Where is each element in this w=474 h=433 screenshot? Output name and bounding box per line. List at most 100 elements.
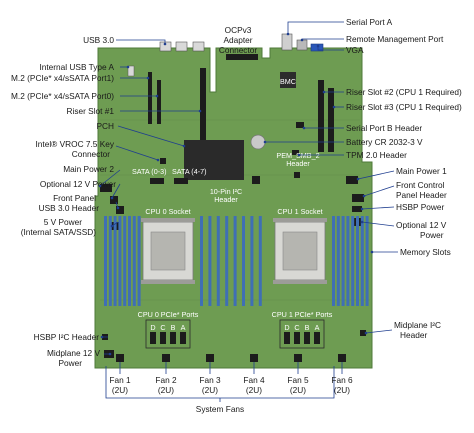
memory-slots-label: Memory Slots <box>400 247 451 257</box>
bmc-label: BMC <box>280 77 296 86</box>
opt12v-right-label-2: Power <box>420 230 444 240</box>
fan-header <box>338 354 346 362</box>
riser1-label: Riser Slot #1 <box>67 106 115 116</box>
fp-usb-label-2: USB 3.0 Header <box>39 203 100 213</box>
sata-0-3-connector <box>150 178 164 184</box>
left-labels: USB 3.0 Internal USB Type A M.2 (PCIe* x… <box>11 35 116 368</box>
pcie-port-connector <box>314 332 320 344</box>
leader-vga <box>317 46 344 51</box>
midplane-i2c-label-2: Header <box>400 330 427 340</box>
dimm-slot <box>225 216 229 306</box>
fan-header <box>294 354 302 362</box>
fan-header <box>116 354 124 362</box>
leader-dot <box>100 335 104 339</box>
riser-slot-2 <box>318 80 324 152</box>
leader-lines <box>99 21 398 402</box>
fan-size-label: (2U) <box>290 385 306 395</box>
leader-dot <box>116 206 120 210</box>
dimm-slot <box>356 216 359 306</box>
leader-dot <box>302 126 306 130</box>
riser-slot-3 <box>328 88 334 152</box>
battery-label: Battery CR 2032-3 V <box>346 137 423 147</box>
riser-slot-1 <box>200 68 206 140</box>
ocp-label-1: OCPv3 <box>225 25 252 35</box>
leader-dot <box>364 331 368 335</box>
leader-main-power1 <box>357 170 395 180</box>
leader-dot <box>316 44 320 48</box>
cpu0-pcie-label: CPU 0 PCIe* Ports <box>138 310 199 319</box>
fan-labels: Fan 1(2U)Fan 2(2U)Fan 3(2U)Fan 4(2U)Fan … <box>109 375 353 395</box>
fan-name-label: Fan 2 <box>155 375 177 385</box>
serial-a-label: Serial Port A <box>346 17 393 27</box>
vroc-label-2: Connector <box>72 149 111 159</box>
midplane-i2c-connector <box>360 330 366 336</box>
leader-vroc <box>115 145 159 161</box>
leader-dot <box>156 158 160 162</box>
leader-main-power2 <box>99 169 121 187</box>
leader-dot <box>360 220 364 224</box>
fcp-label-1: Front Control <box>396 180 445 190</box>
ocp-label-3: Connector <box>219 45 258 55</box>
leader-dot <box>356 177 360 181</box>
vroc-key <box>160 158 166 164</box>
leader-pch <box>117 125 185 147</box>
usb30-label: USB 3.0 <box>83 35 114 45</box>
fp-usb-header <box>116 206 124 214</box>
hsbp-power-connector <box>352 206 362 212</box>
serial-b-header <box>296 122 304 128</box>
dimm-slot <box>113 216 117 306</box>
fcp-label-2: Panel Header <box>396 190 447 200</box>
leader-dot <box>370 250 374 254</box>
pcie-port-letter: C <box>294 323 299 332</box>
tpm-header <box>292 150 299 155</box>
leader-rmp <box>301 38 344 40</box>
cpu0-pcie-ports <box>145 319 191 349</box>
pcie-port-letter: B <box>305 323 310 332</box>
leader-dot <box>297 153 301 157</box>
riser3-label: Riser Slot #3 (CPU 1 Required) <box>346 102 462 112</box>
pcie-port-connector <box>160 332 166 344</box>
cpu0-socket-label: CPU 0 Socket <box>145 207 190 216</box>
cpu1-socket-label: CPU 1 Socket <box>277 207 322 216</box>
leader-midplane-i2c <box>365 329 393 334</box>
system-fans-label: System Fans <box>196 404 244 414</box>
fan-size-label: (2U) <box>334 385 350 395</box>
leader-dot <box>362 194 366 198</box>
leader-dot <box>332 105 336 109</box>
fan-size-label: (2U) <box>246 385 262 395</box>
fan-header-group <box>116 354 346 362</box>
fan-header <box>250 354 258 362</box>
pcie-port-connector <box>284 332 290 344</box>
dimm-slot <box>118 216 122 306</box>
dimm-slot <box>208 216 212 306</box>
leader-dot <box>108 352 112 356</box>
usb30-port-3 <box>192 41 205 52</box>
pcie-port-letter: B <box>171 323 176 332</box>
leader-dot <box>300 38 304 42</box>
hsbp-i2c-label: HSBP I²C Header <box>34 332 100 342</box>
pcie-port-letter: D <box>284 323 289 332</box>
fan-size-label: (2U) <box>202 385 218 395</box>
m2-port0-label: M.2 (PCIe* x4/sSATA Port0) <box>11 91 114 101</box>
leader-dot <box>286 32 290 36</box>
midplane-i2c-label-1: Midplane I²C <box>394 320 441 330</box>
vga-label: VGA <box>346 45 364 55</box>
leader-dots <box>98 32 374 356</box>
dimm-slot <box>123 216 127 306</box>
rmp-label: Remote Management Port <box>346 34 444 44</box>
pch-heatsink <box>184 140 244 180</box>
leader-fcp <box>363 185 395 197</box>
dimm-slot <box>365 216 369 306</box>
dimm-slot <box>216 216 220 306</box>
dimm-slot <box>332 216 335 306</box>
leader-dot <box>198 109 202 113</box>
ocp-connector <box>226 54 258 60</box>
dimm-slot <box>104 216 107 306</box>
pcie-port-connector <box>304 332 310 344</box>
fan-name-label: Fan 3 <box>199 375 221 385</box>
right-labels: Serial Port A Remote Management Port VGA… <box>346 17 462 340</box>
internal-usb-connector <box>127 65 135 77</box>
memory-slot-group <box>104 216 369 306</box>
dimm-slot <box>351 216 355 306</box>
